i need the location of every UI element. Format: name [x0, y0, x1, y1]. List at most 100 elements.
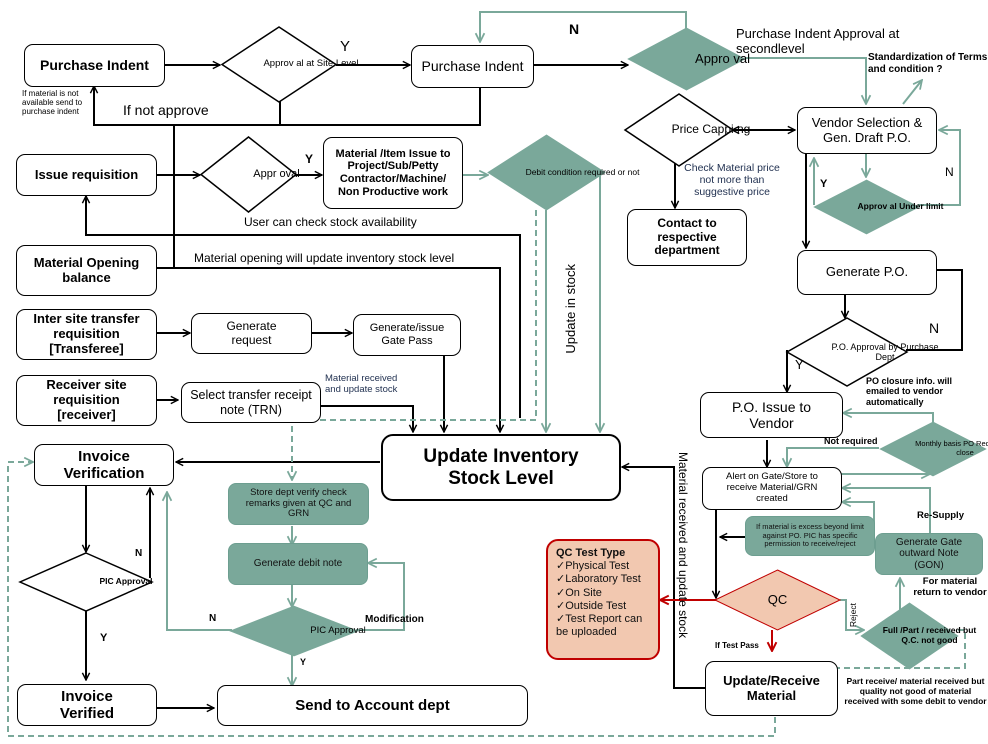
- label-for-return: For material return to vendor: [913, 576, 987, 598]
- check-icon: ✓: [556, 586, 566, 599]
- invoice-verified-node[interactable]: Invoice Verified: [17, 684, 157, 726]
- qc-test-item: ✓Physical Test: [556, 560, 630, 573]
- arrow-update-material-to-inventory: [622, 467, 706, 689]
- label-n-invoice: N: [135, 548, 143, 559]
- arrow-not-approve-loop: [94, 86, 281, 126]
- arrow-monthly-not-required: [787, 447, 879, 467]
- generate-gate-pass-node[interactable]: Generate/issue Gate Pass: [353, 314, 461, 356]
- label-not-available: If material is not available send to pur…: [22, 89, 83, 117]
- label-material-received-update: Material received and update stock: [325, 373, 398, 395]
- check-icon: ✓: [556, 599, 566, 612]
- label-standardization: Standardization of Terms and condition ?: [868, 52, 988, 75]
- contact-department-node[interactable]: Contact to respective department: [627, 209, 747, 266]
- vendor-selection-node[interactable]: Vendor Selection & Gen. Draft P.O.: [797, 107, 937, 154]
- arrow-qc-reject: [840, 599, 864, 630]
- pic-approval-debit-decision[interactable]: PIC Approval: [229, 605, 366, 657]
- issue-approval-decision[interactable]: Appr oval: [201, 137, 300, 212]
- qc-test-type-card: QC Test Type ✓Physical Test ✓Laboratory …: [546, 539, 660, 660]
- line-pi2-down: [280, 87, 481, 126]
- site-approval-decision[interactable]: Approv al at Site Level: [222, 27, 359, 102]
- purchase-indent-node[interactable]: Purchase Indent: [24, 44, 165, 87]
- qc-test-type-title: QC Test Type: [556, 547, 626, 559]
- arrow-pic-n-invoice: [167, 492, 232, 631]
- po-approval-decision[interactable]: P.O. Approval by Purchase Dept: [787, 318, 938, 386]
- label-y-invoice: Y: [100, 632, 108, 644]
- site-approval-text: Approv al at Site Level: [263, 58, 359, 70]
- generate-gon-node[interactable]: Generate Gate outward Note (GON): [875, 533, 983, 575]
- issue-approval-text: Appr oval: [253, 168, 300, 181]
- arrow-pic-modification: [356, 563, 405, 631]
- generate-debit-note-node[interactable]: Generate debit note: [228, 543, 368, 585]
- label-n-debit: N: [209, 613, 217, 624]
- qc-test-item: ✓Test Report can be uploaded: [556, 612, 643, 639]
- material-item-issue-node[interactable]: Material /Item Issue to Project/Sub/Pett…: [323, 137, 463, 209]
- select-trn-node[interactable]: Select transfer receipt note (TRN): [181, 382, 321, 423]
- arrow-trn-to-inventory: [321, 405, 413, 432]
- second-approval-decision[interactable]: Appro val: [627, 27, 750, 91]
- label-check-price: Check Material price not more than sugge…: [684, 162, 780, 199]
- label-user-check-stock: User can check stock availability: [244, 215, 417, 229]
- debit-condition-text: Debit condition required or not: [525, 166, 640, 177]
- under-limit-text: Approv al Under limit: [857, 201, 944, 212]
- label-update-in-stock: Update in stock: [563, 264, 578, 354]
- label-y-debit: Y: [300, 657, 307, 667]
- monthly-po-close-decision[interactable]: Monthly basis PO Required to close: [879, 421, 988, 477]
- qc-decision[interactable]: QC: [715, 570, 840, 630]
- po-approval-text: P.O. Approval by Purchase Dept: [831, 341, 939, 362]
- label-y-site: Y: [340, 38, 351, 55]
- issue-requisition-node[interactable]: Issue requisition: [16, 154, 157, 196]
- qc-text: QC: [767, 591, 788, 607]
- inter-site-transfer-node[interactable]: Inter site transfer requisition [Transfe…: [16, 309, 157, 360]
- arrow-monthly-to-po-issue: [843, 413, 934, 425]
- arrow-under-limit-n: [918, 130, 961, 206]
- label-material-opening-update: Material opening will update inventory s…: [194, 251, 455, 265]
- material-opening-balance-node[interactable]: Material Opening balance: [16, 245, 157, 296]
- generate-po-node[interactable]: Generate P.O.: [797, 250, 937, 295]
- qc-test-item: ✓Outside Test: [556, 599, 627, 612]
- pic-approval-invoice-decision[interactable]: PIC Approval: [20, 553, 152, 611]
- generate-request-node[interactable]: Generate request: [191, 313, 312, 354]
- label-if-not-approve: If not approve: [123, 102, 209, 118]
- price-capping-text: Price Cappi ng: [671, 122, 751, 137]
- update-receive-material-node[interactable]: Update/Receive Material: [705, 661, 838, 716]
- arrow-material-opening: [157, 267, 500, 432]
- invoice-verification-node[interactable]: Invoice Verification: [34, 444, 174, 486]
- label-y-under-limit: Y: [820, 178, 828, 190]
- label-modification: Modification: [365, 614, 424, 625]
- under-limit-decision[interactable]: Approv al Under limit: [813, 179, 943, 235]
- check-icon: ✓: [556, 573, 566, 586]
- send-account-node[interactable]: Send to Account dept: [217, 685, 528, 726]
- qc-test-item: ✓On Site: [556, 586, 602, 599]
- excess-material-note: If material is excess beyond limit again…: [745, 516, 875, 556]
- pic-approval-invoice-text: PIC Approval: [99, 576, 153, 587]
- label-n-under-limit: N: [945, 165, 954, 179]
- po-issue-vendor-node[interactable]: P.O. Issue to Vendor: [700, 392, 843, 438]
- check-icon: ✓: [556, 560, 566, 573]
- purchase-indent-second-node[interactable]: Purchase Indent: [411, 45, 534, 88]
- full-part-received-text: Full /Part / received but Q.C. not good: [882, 625, 977, 645]
- arrow-approval-to-vendor: [745, 57, 866, 104]
- full-part-received-decision[interactable]: Full /Part / received but Q.C. not good: [860, 602, 976, 670]
- arrow-excess-to-alert: [842, 502, 875, 527]
- label-y-issue: Y: [305, 152, 314, 166]
- label-pi-approval-second: Purchase Indent Approval at secondlevel: [736, 26, 900, 56]
- arrow-approval-n-back: [480, 11, 687, 42]
- arrow-vendor-to-standardization: [902, 80, 922, 105]
- label-re-supply: Re-Supply: [917, 510, 964, 521]
- receiver-site-requisition-node[interactable]: Receiver site requisition [receiver]: [16, 375, 157, 426]
- qc-test-item: ✓Laboratory Test: [556, 573, 641, 586]
- debit-condition-decision[interactable]: Debit condition required or not: [487, 134, 639, 211]
- price-capping-decision[interactable]: Price Cappi ng: [625, 94, 750, 166]
- label-material-received-vertical: Material received and update stock: [676, 452, 690, 639]
- second-approval-text: Appro val: [695, 50, 750, 66]
- label-if-test-pass: If Test Pass: [715, 641, 759, 650]
- alert-gate-store-node[interactable]: Alert on Gate/Store to receive Material/…: [702, 467, 842, 510]
- arrow-gon-resupply: [842, 488, 931, 533]
- monthly-po-close-text: Monthly basis PO Required to close: [915, 439, 988, 457]
- store-verify-node[interactable]: Store dept verify check remarks given at…: [228, 483, 369, 525]
- label-po-closure: PO closure info. will emailed to vendor …: [866, 376, 953, 407]
- label-reject: Reject: [848, 603, 858, 628]
- update-inventory-node[interactable]: Update Inventory Stock Level: [381, 434, 621, 501]
- pic-approval-debit-text: PIC Approval: [310, 624, 366, 636]
